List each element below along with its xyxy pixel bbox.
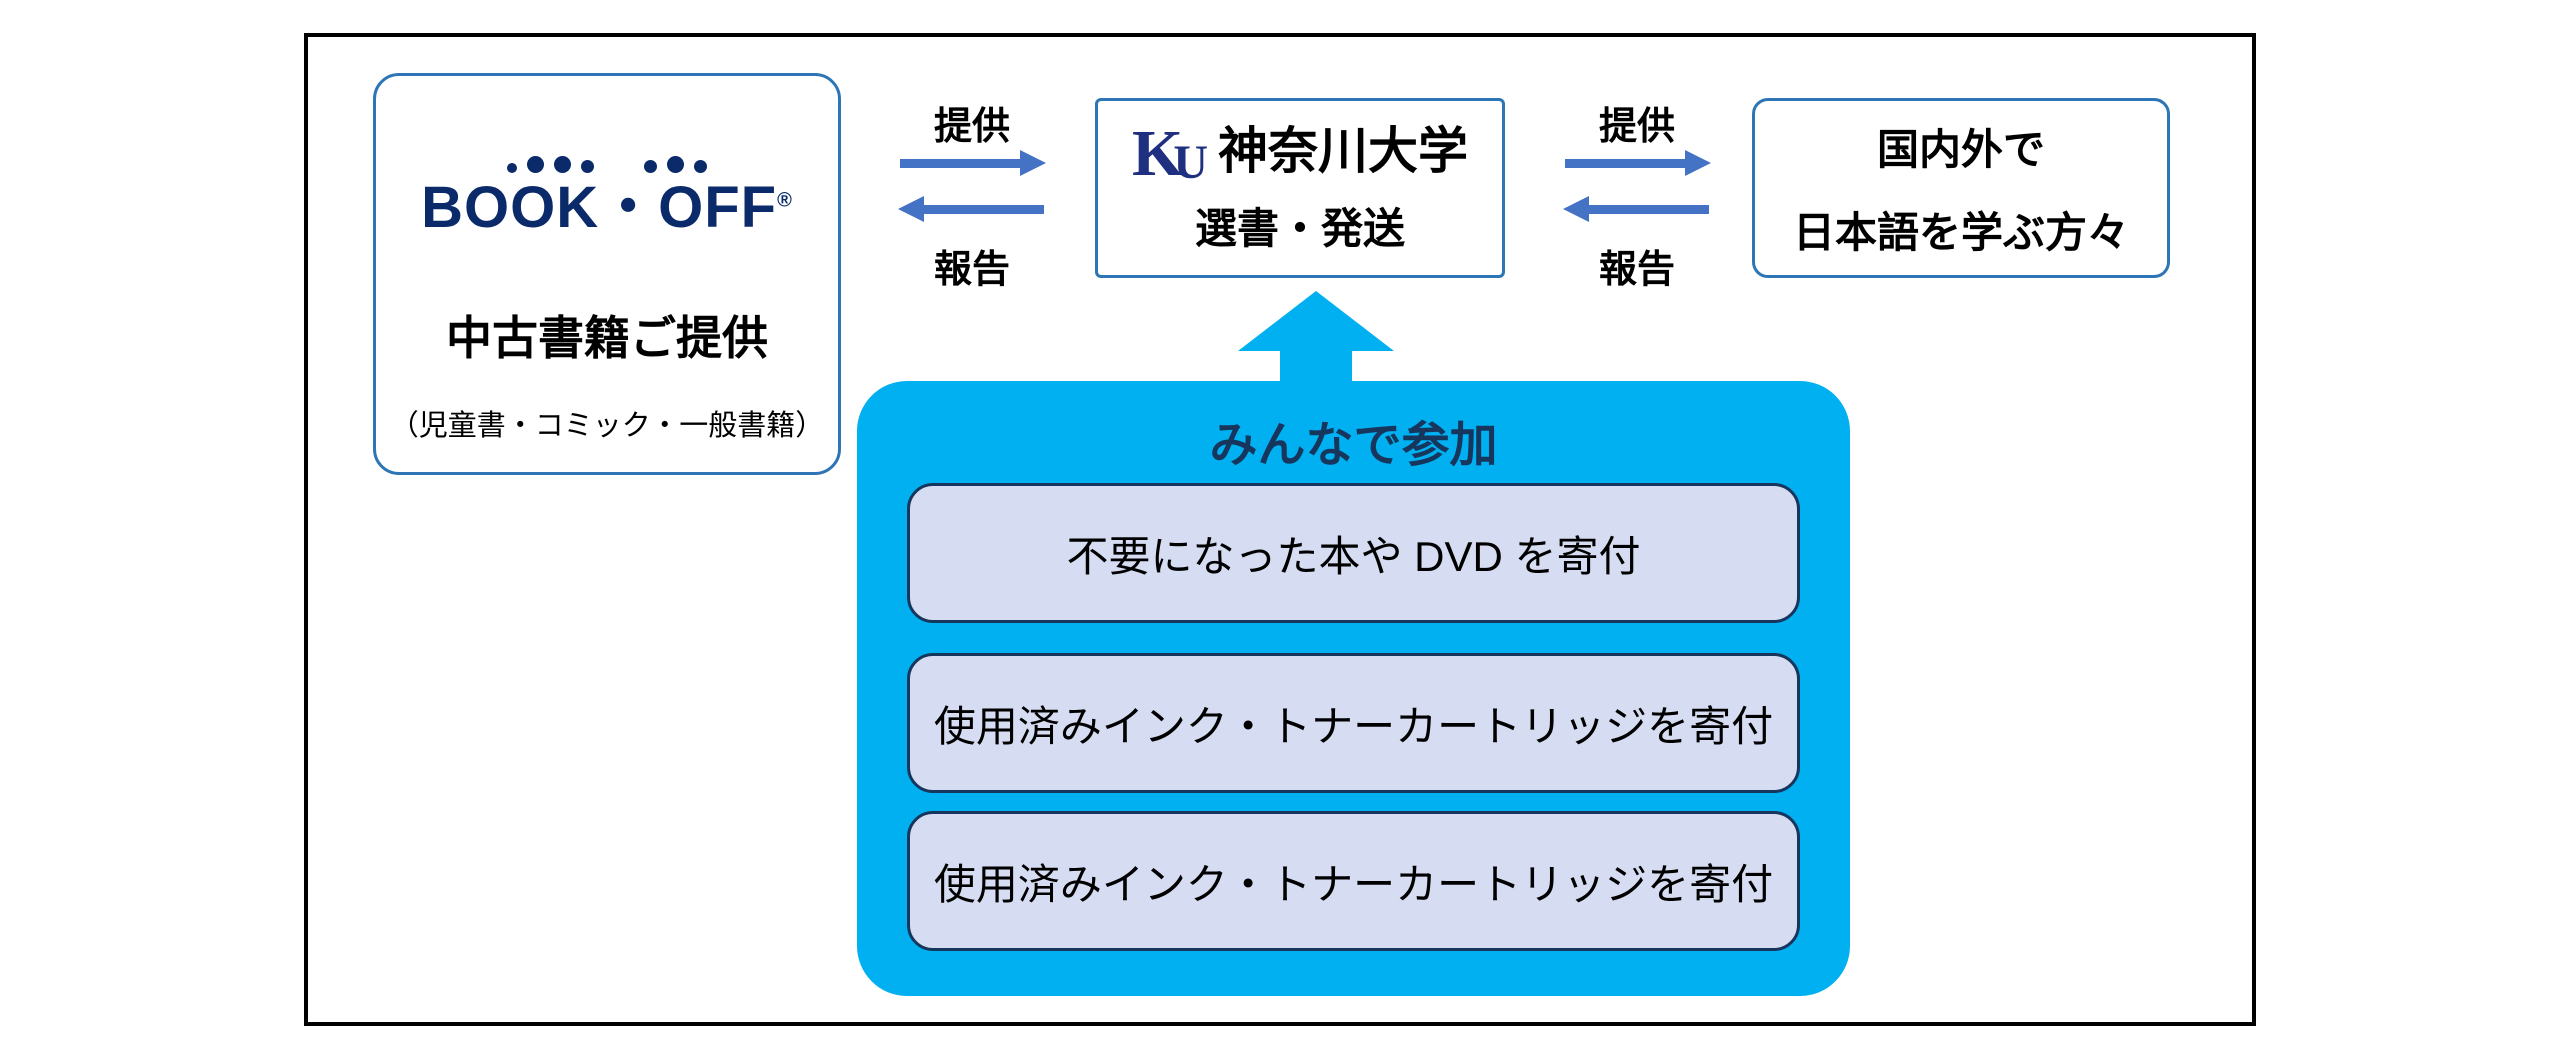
participation-item: 使用済みインク・トナーカートリッジを寄付 [907,653,1800,793]
bookoff-title: 中古書籍ご提供 [446,312,768,364]
participation-item: 使用済みインク・トナーカートリッジを寄付 [907,811,1800,951]
bookoff-registered-mark: ® [777,189,793,212]
provide-arrow-bookoff-to-university-icon [898,150,1046,176]
learners-line1: 国内外で [1876,126,2045,173]
ku-logo-u-icon: U [1173,135,1208,189]
learners-line2: 日本語を学ぶ方々 [1792,209,2129,256]
dot-icon [667,156,684,173]
bookoff-logo-dots-icon [376,156,838,173]
participation-up-arrow-icon [1238,291,1394,403]
participation-panel: みんなで参加 不要になった本や DVD を寄付 使用済みインク・トナーカートリッ… [857,381,1850,996]
university-name-line: K U 神奈川大学 [1131,116,1468,190]
report-arrow-university-to-bookoff-icon [898,196,1046,222]
bookoff-logo-text: BOOK・OFF [421,175,778,240]
dot-icon [581,160,594,173]
provide-label-university-learners: 提供 [1598,106,1675,148]
learners-box: 国内外で 日本語を学ぶ方々 [1752,98,2170,278]
participation-title: みんなで参加 [1209,419,1498,472]
university-subtitle: 選書・発送 [1194,204,1405,252]
provide-arrow-university-to-learners-icon [1563,150,1711,176]
report-label-university-learners: 報告 [1598,249,1675,291]
university-box: K U 神奈川大学 選書・発送 [1095,98,1505,278]
dot-icon [554,156,571,173]
bookoff-box: BOOK・OFF® 中古書籍ご提供 （児童書・コミック・一般書籍） [373,73,841,475]
university-name: 神奈川大学 [1218,122,1468,179]
provide-label-bookoff-university: 提供 [933,106,1010,148]
participation-item: 不要になった本や DVD を寄付 [907,483,1800,623]
dot-icon [644,160,657,173]
ku-logo-icon: K [1131,116,1184,190]
bookoff-subtitle: （児童書・コミック・一般書籍） [389,410,825,442]
dot-icon [527,156,544,173]
bookoff-logo: BOOK・OFF® [376,176,838,240]
dot-icon [694,160,707,173]
dot-icon [507,163,517,173]
report-arrow-learners-to-university-icon [1563,196,1711,222]
diagram-frame: BOOK・OFF® 中古書籍ご提供 （児童書・コミック・一般書籍） K U 神奈… [304,33,2256,1026]
report-label-bookoff-university: 報告 [933,249,1010,291]
